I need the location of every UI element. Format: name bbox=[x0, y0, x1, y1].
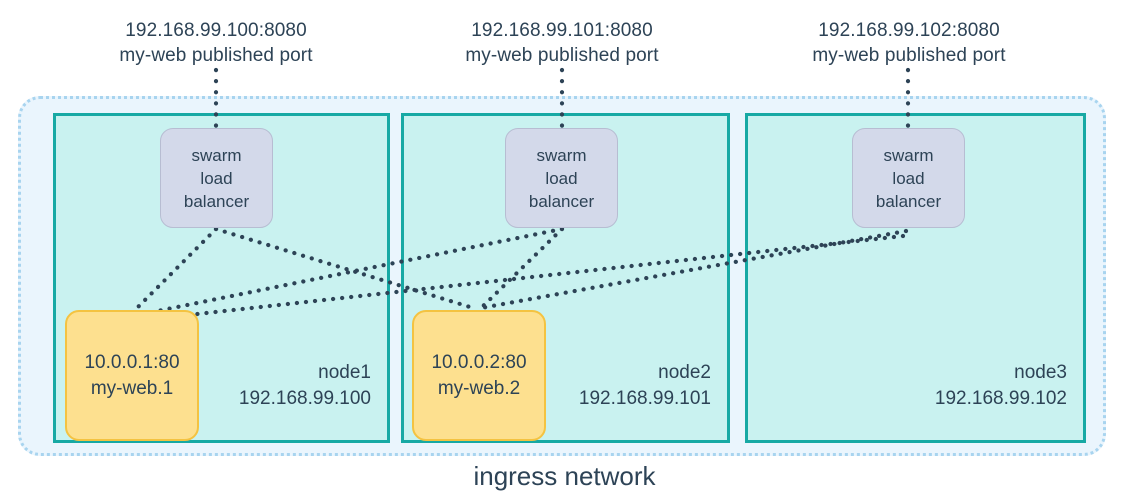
node-caption-node3: node3 192.168.99.102 bbox=[935, 360, 1067, 412]
node-ip-node1: 192.168.99.100 bbox=[238, 388, 371, 409]
load-balancer-line-1: swarm bbox=[536, 145, 587, 165]
load-balancer-line-1: swarm bbox=[883, 145, 934, 165]
task-address-my-web-1: 10.0.0.1:80 bbox=[84, 351, 180, 373]
node-name-node2: node2 bbox=[658, 362, 711, 383]
published-port-description-node1: my-web published port bbox=[119, 45, 313, 66]
published-port-label-node1: 192.168.99.100:8080 my-web published por… bbox=[116, 18, 316, 68]
task-address-my-web-2: 10.0.0.2:80 bbox=[431, 351, 527, 373]
published-port-label-node2: 192.168.99.101:8080 my-web published por… bbox=[462, 18, 662, 68]
published-port-label-node3: 192.168.99.102:8080 my-web published por… bbox=[809, 18, 1009, 68]
load-balancer-line-3: balancer bbox=[183, 191, 250, 211]
swarm-load-balancer-node3: swarm load balancer bbox=[852, 128, 965, 228]
task-box-my-web-1: 10.0.0.1:80 my-web.1 bbox=[65, 310, 199, 441]
ingress-network-label: ingress network bbox=[473, 461, 656, 491]
published-port-description-node2: my-web published port bbox=[465, 45, 659, 66]
swarm-load-balancer-node1: swarm load balancer bbox=[160, 128, 273, 228]
node-ip-node3: 192.168.99.102 bbox=[934, 388, 1067, 409]
node-ip-node2: 192.168.99.101 bbox=[578, 388, 711, 409]
task-name-my-web-2: my-web.2 bbox=[437, 377, 521, 399]
published-port-address-node1: 192.168.99.100:8080 bbox=[125, 20, 307, 41]
node-name-node1: node1 bbox=[318, 362, 371, 383]
load-balancer-line-3: balancer bbox=[528, 191, 595, 211]
swarm-load-balancer-node2: swarm load balancer bbox=[505, 128, 618, 228]
task-box-my-web-2: 10.0.0.2:80 my-web.2 bbox=[412, 310, 546, 441]
task-name-my-web-1: my-web.1 bbox=[90, 377, 174, 399]
published-port-description-node3: my-web published port bbox=[812, 45, 1006, 66]
published-port-address-node3: 192.168.99.102:8080 bbox=[818, 20, 1000, 41]
published-port-address-node2: 192.168.99.101:8080 bbox=[471, 20, 653, 41]
node-caption-node2: node2 192.168.99.101 bbox=[579, 360, 711, 412]
load-balancer-line-2: load bbox=[200, 168, 233, 188]
load-balancer-line-1: swarm bbox=[191, 145, 242, 165]
load-balancer-line-2: load bbox=[545, 168, 578, 188]
node-name-node3: node3 bbox=[1014, 362, 1067, 383]
load-balancer-line-3: balancer bbox=[875, 191, 942, 211]
node-caption-node1: node1 192.168.99.100 bbox=[239, 360, 371, 412]
load-balancer-line-2: load bbox=[892, 168, 925, 188]
